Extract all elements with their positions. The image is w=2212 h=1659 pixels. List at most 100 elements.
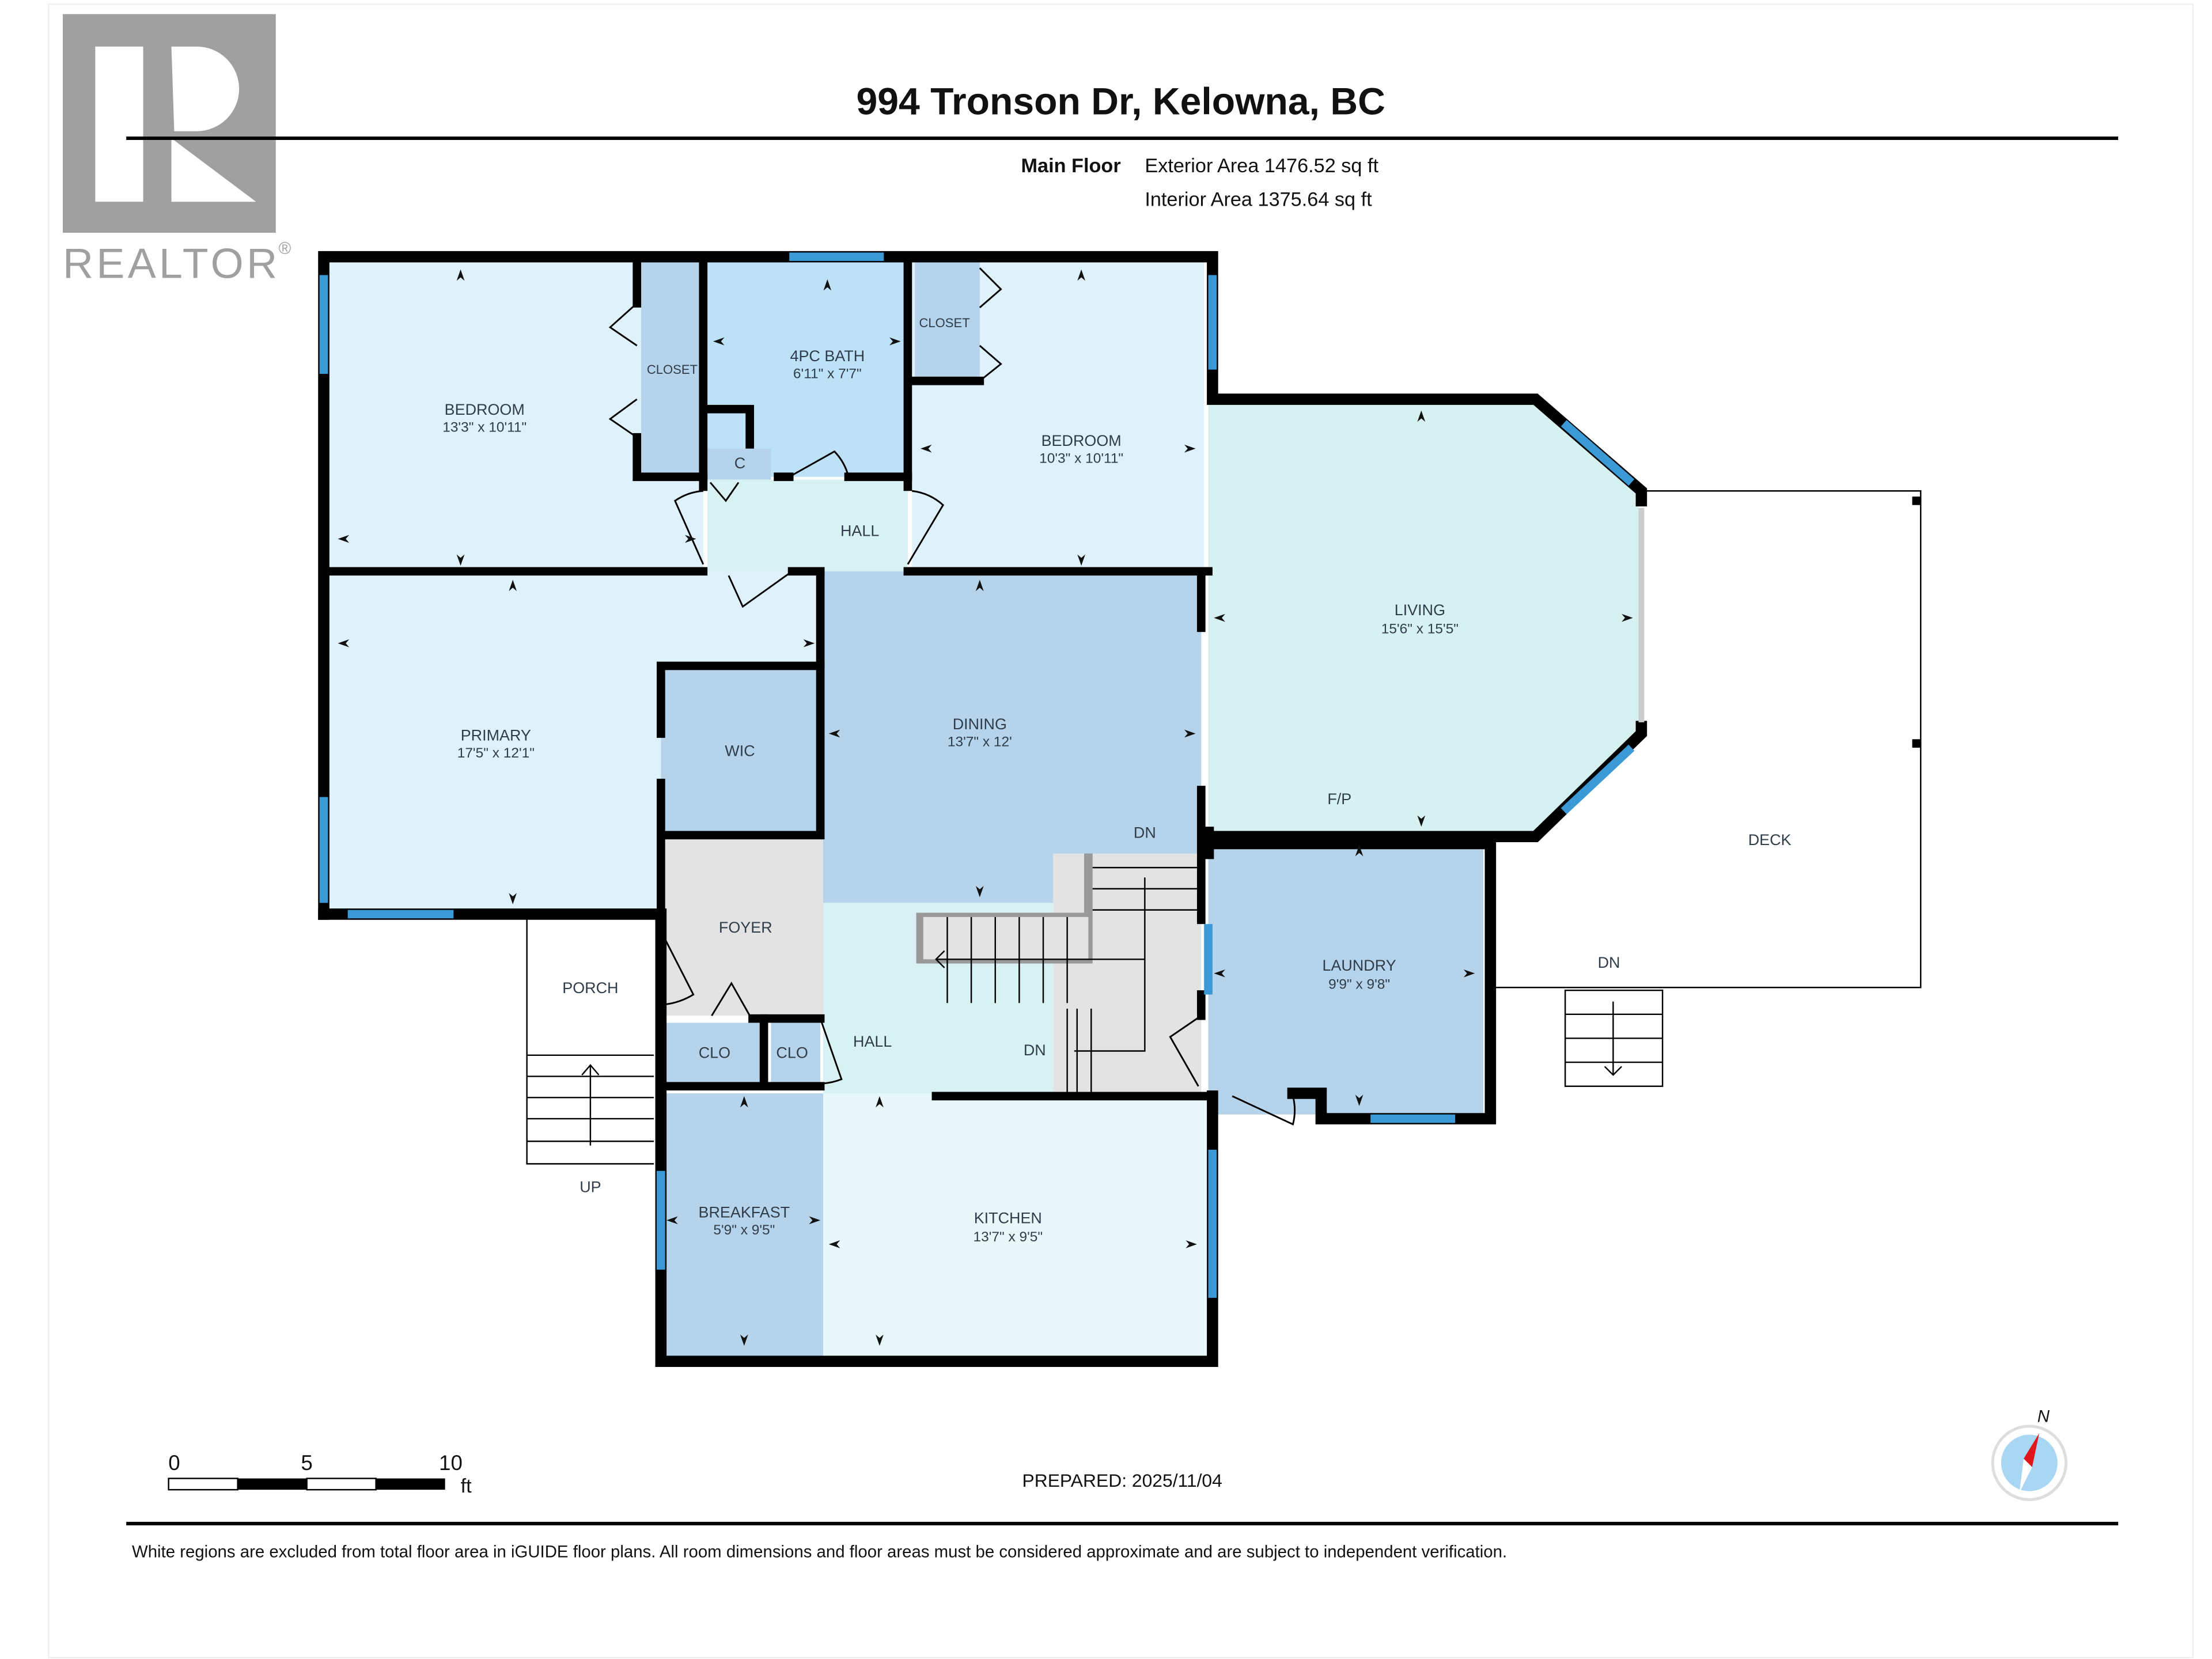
dimension-arrow-icon [1355,1094,1363,1106]
room-name-laundry: LAUNDRY [1323,957,1396,974]
room-name-bath: 4PC BATH [790,347,865,365]
wic-area [661,665,821,835]
realtor-wordmark: REALTOR [63,239,277,287]
room-name-clo2: CLO [776,1044,808,1062]
primary-area [329,571,821,910]
dimension-arrow-icon [1417,815,1426,827]
dimension-arrow-icon [1214,969,1225,978]
foyer-area [661,839,823,1016]
room-name-foyer: FOYER [719,919,772,936]
registered-mark: ® [279,239,291,258]
room-dims-kitchen: 13'7" x 9'5" [973,1229,1043,1245]
dimension-arrow-icon [975,579,984,592]
dimension-arrow-icon [809,1216,821,1225]
stairs-down-label-hall: DN [1024,1041,1046,1059]
bedroom1-area [329,262,703,571]
living-area [1208,402,1639,832]
dimension-arrow-icon [1214,613,1225,622]
dimension-arrow-icon [975,885,984,897]
dimension-arrow-icon [713,337,725,346]
bath-area [707,262,906,477]
dimension-arrow-icon [1417,410,1426,422]
room-name-bedroom1: BEDROOM [445,401,525,418]
porch [526,916,654,1165]
room-name-deck: DECK [1748,831,1791,849]
room-name-porch: PORCH [562,979,618,997]
breakfast-area [661,1093,823,1357]
stairs-down-label-dining: DN [1134,824,1156,842]
dimension-arrow-icon [876,1334,884,1346]
room-name-living: LIVING [1395,601,1445,619]
fireplace-label: F/P [1327,790,1351,808]
exterior-area: Exterior Area 1476.52 sq ft [1145,155,1378,177]
dimension-arrow-icon [1077,269,1085,281]
room-name-wic: WIC [725,743,755,760]
dimension-arrow-icon [1184,729,1196,738]
room-name-closet2: CLOSET [919,316,970,330]
floor-label: Main Floor [1021,155,1120,177]
dimension-arrow-icon [823,279,832,291]
dimension-arrow-icon [1077,554,1085,566]
scale-bar: 0 5 10 ft [168,1451,472,1497]
interior-stairs [916,853,1199,1093]
room-dims-bath: 6'11" x 7'7" [793,366,862,381]
dimension-arrow-icon [666,1216,678,1225]
room-name-c: C [734,454,745,472]
stairs-down-label-deck: DN [1598,954,1620,971]
room-name-hall-lower: HALL [853,1033,892,1050]
windows [319,252,1645,1298]
room-name-kitchen: KITCHEN [974,1209,1042,1226]
scale-tick-10: 10 [439,1451,463,1475]
room-dims-dining: 13'7" x 12' [948,734,1012,750]
north-compass-icon: N [1991,1407,2067,1501]
scale-tick-0: 0 [168,1451,180,1475]
scale-unit: ft [461,1475,472,1497]
room-labels: BEDROOM 13'3" x 10'11" CLOSET 4PC BATH 6… [442,316,1791,1245]
dimension-arrow-icon [1355,844,1363,857]
room-name-closet1: CLOSET [647,362,698,377]
room-name-hall-upper: HALL [840,522,879,540]
dimension-arrow-icon [876,1096,884,1108]
clo1-area [665,1022,764,1084]
prepared-date: PREPARED: 2025/11/04 [1022,1470,1222,1491]
room-dims-bedroom1: 13'3" x 10'11" [442,419,527,435]
dimension-arrow-icon [1463,969,1475,978]
dimension-arrow-icon [920,444,932,453]
kitchen-area [823,1093,1209,1357]
dimension-arrow-icon [684,535,696,543]
room-dims-breakfast: 5'9" x 9'5" [713,1222,775,1238]
room-fills [329,262,1639,1357]
closet1-area [641,262,703,477]
dimension-arrow-icon [1185,1240,1197,1248]
interior-area: Interior Area 1375.64 sq ft [1145,189,1372,211]
laundry-area [1208,843,1484,1115]
disclaimer: White regions are excluded from total fl… [132,1543,1507,1562]
realtor-logo: REALTOR ® [62,14,291,287]
deck [1490,490,1922,1087]
room-dims-bedroom2: 10'3" x 10'11" [1039,450,1123,466]
dimension-arrows [338,269,1633,1346]
scale-tick-5: 5 [301,1451,312,1475]
dimension-arrow-icon [740,1096,748,1108]
page-title: 994 Tronson Dr, Kelowna, BC [857,80,1385,123]
dimension-arrow-icon [456,554,465,566]
c-area [707,448,771,480]
room-name-bedroom2: BEDROOM [1041,432,1122,449]
dimension-arrow-icon [803,639,815,647]
hall-upper-area [707,479,908,576]
clo2-area [771,1022,821,1084]
dimension-arrow-icon [889,337,901,346]
room-dims-laundry: 9'9" x 9'8" [1328,977,1390,993]
dimension-arrow-icon [828,1240,840,1248]
dimension-arrow-icon [509,579,517,592]
dimension-arrow-icon [1622,613,1633,622]
dimension-arrow-icon [509,893,517,904]
dining-area [820,571,1202,903]
dimension-arrow-icon [456,269,465,281]
room-name-clo1: CLO [699,1044,730,1062]
dimension-arrow-icon [740,1334,748,1346]
dimension-arrow-icon [1184,444,1196,453]
dimension-arrow-icon [338,639,350,647]
room-dims-primary: 17'5" x 12'1" [457,745,535,761]
